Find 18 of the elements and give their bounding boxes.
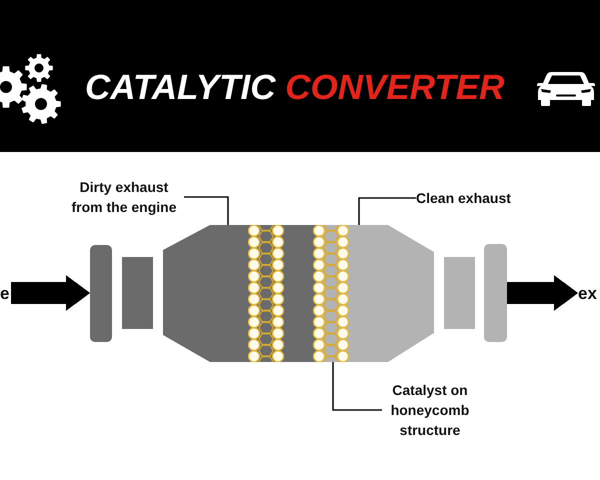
callout-label: Clean exhaust bbox=[416, 188, 522, 208]
leader-line bbox=[358, 197, 416, 225]
inlet-pipe bbox=[122, 257, 153, 329]
outlet-pipe bbox=[444, 257, 475, 329]
flow-arrow bbox=[507, 275, 578, 311]
flow-arrow bbox=[11, 275, 90, 311]
converter-front-section bbox=[163, 225, 319, 362]
title: CATALYTIC CONVERTER bbox=[85, 70, 504, 106]
honeycomb-layer bbox=[248, 225, 284, 362]
leader-line bbox=[332, 362, 382, 411]
callout-label: Dirty exhaust from the engine bbox=[64, 177, 184, 217]
flow-label: ex bbox=[578, 283, 599, 305]
honeycomb-layer bbox=[313, 225, 349, 362]
inlet-flange bbox=[90, 245, 112, 342]
leader-line bbox=[184, 196, 229, 225]
callout-label: Catalyst on honeycomb structure bbox=[382, 380, 478, 440]
outlet-flange bbox=[484, 244, 507, 342]
flow-label: e bbox=[0, 283, 11, 305]
